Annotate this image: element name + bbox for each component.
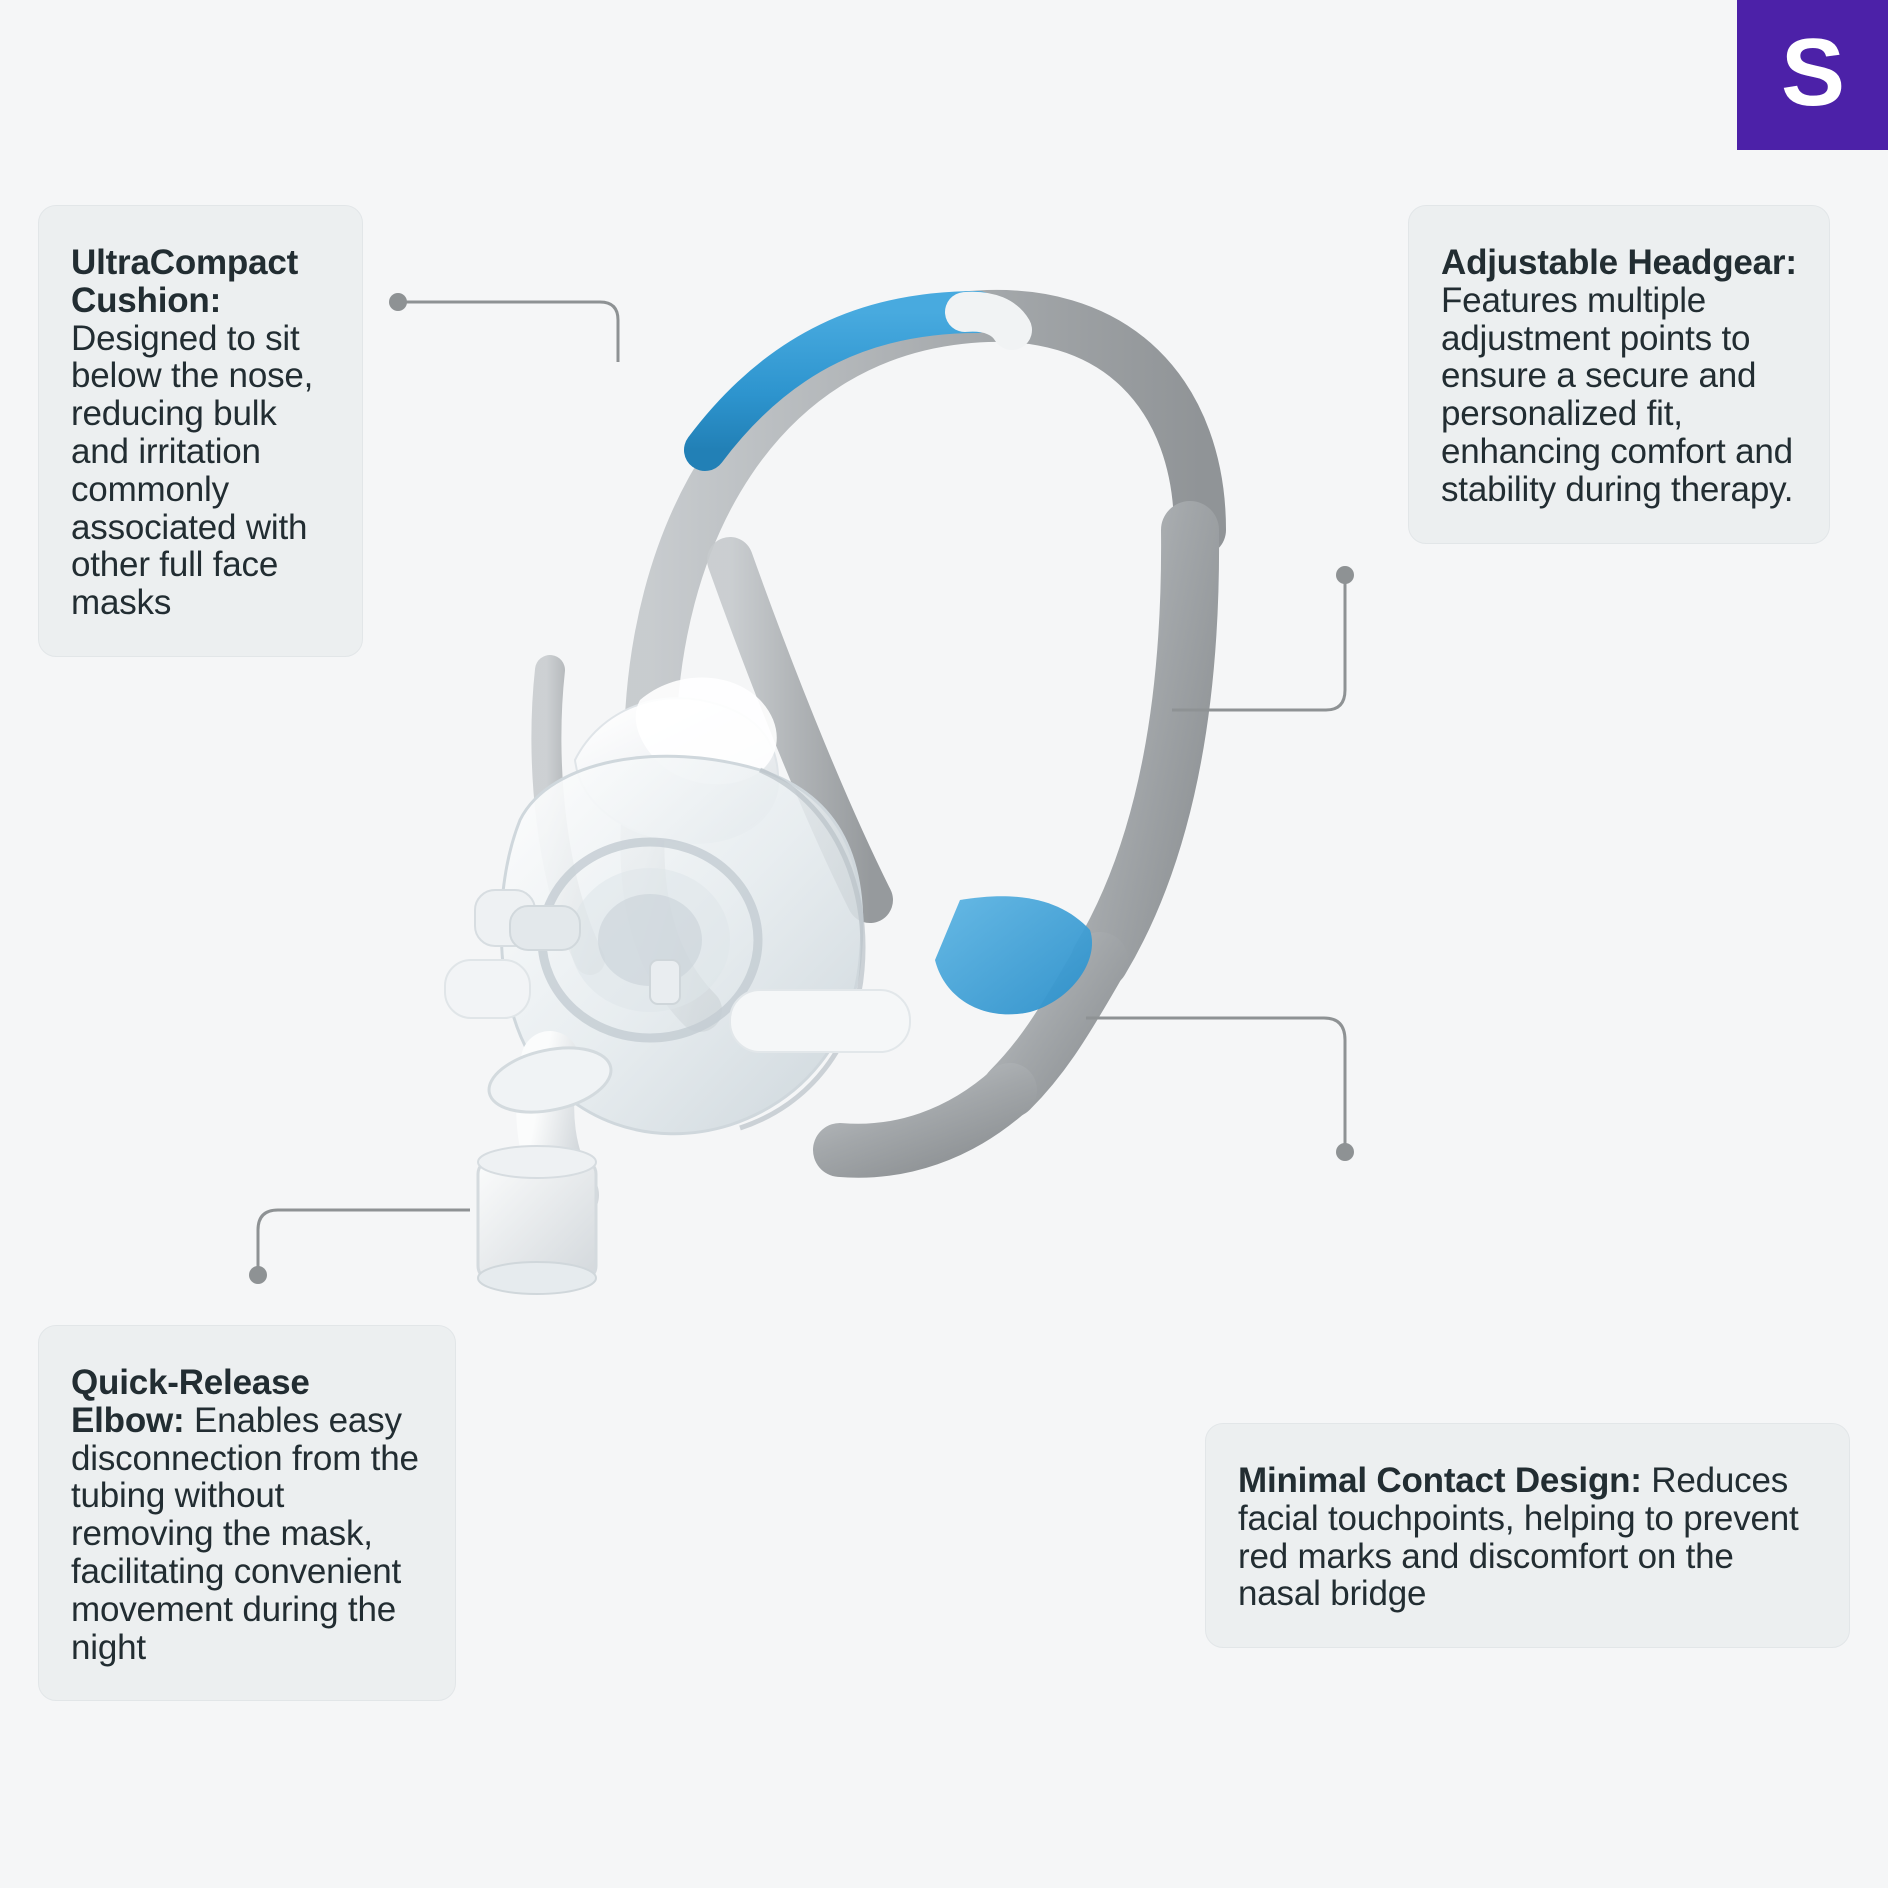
callout-body: UltraCompact Cushion: Designed to sit be… (39, 206, 362, 656)
callout-text: Designed to sit below the nose, reducing… (71, 318, 314, 623)
callout-body: Minimal Contact Design: Reduces facial t… (1206, 1424, 1849, 1647)
callout-adjustable-headgear: Adjustable Headgear: Features multiple a… (1408, 205, 1830, 544)
callout-body: Adjustable Headgear: Features multiple a… (1409, 206, 1829, 543)
callout-text: Features multiple adjustment points to e… (1441, 280, 1794, 509)
callout-title: UltraCompact Cushion: (71, 243, 299, 320)
callout-title: Adjustable Headgear: (1441, 243, 1797, 282)
callout-title: Quick-Release Elbow: (71, 1363, 310, 1440)
callout-minimal-contact-design: Minimal Contact Design: Reduces facial t… (1205, 1423, 1850, 1649)
callout-title: Minimal Contact Design: (1238, 1461, 1642, 1500)
callout-text: Enables easy disconnection from the tubi… (71, 1400, 419, 1667)
callout-ultracompact-cushion: UltraCompact Cushion: Designed to sit be… (38, 205, 363, 657)
callout-body: Quick-Release Elbow: Enables easy discon… (39, 1326, 455, 1700)
brand-logo-letter: S (1780, 19, 1845, 126)
product-image (444, 289, 1226, 1295)
callout-text: Reduces facial touchpoints, helping to p… (1238, 1461, 1799, 1614)
brand-logo-badge: S (1737, 0, 1888, 150)
callout-quick-release-elbow: Quick-Release Elbow: Enables easy discon… (38, 1325, 456, 1702)
